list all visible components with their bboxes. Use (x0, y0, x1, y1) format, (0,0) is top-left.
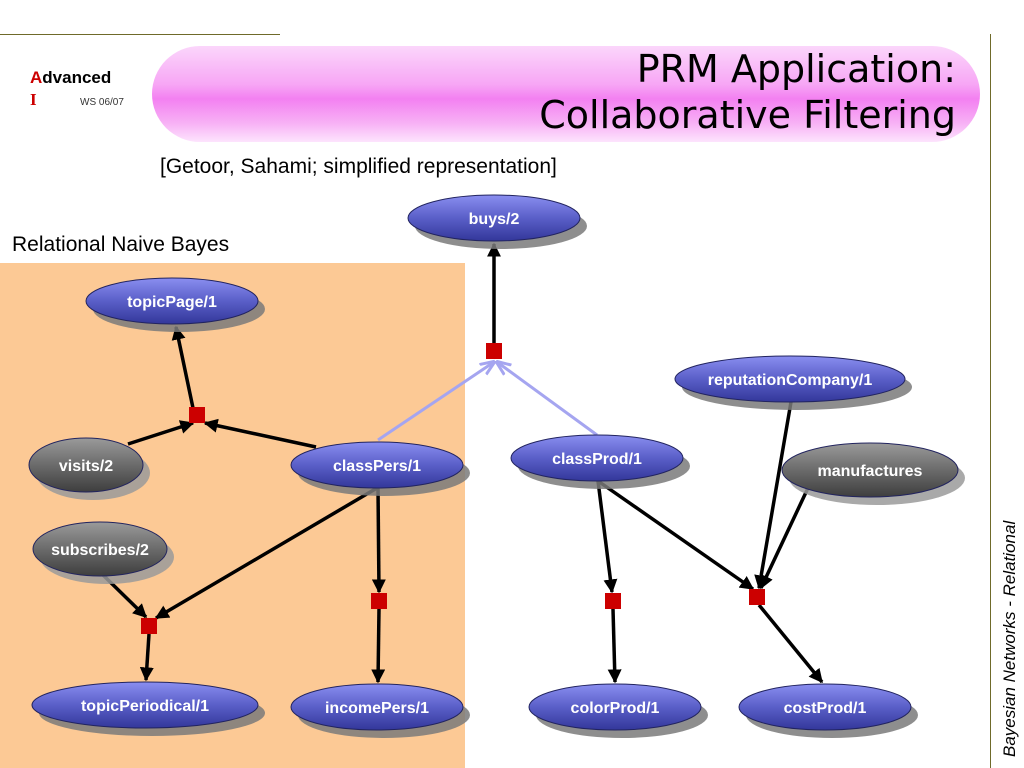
node-costProd: costProd/1 (738, 683, 918, 738)
nodes-layer: buys/2 topicPage/1 reputationCompany/1 visi… (28, 194, 965, 738)
node-label-topicPeriodical: topicPeriodical/1 (81, 698, 209, 715)
region-label: Relational Naive Bayes (12, 233, 230, 256)
node-label-classProd: classProd/1 (552, 451, 642, 468)
node-label-reputationCompany: reputationCompany/1 (708, 372, 873, 389)
node-classProd: classProd/1 (510, 434, 690, 489)
node-label-classPers: classPers/1 (333, 458, 421, 475)
edge-visits-to-f_topicPage (127, 420, 195, 446)
logo-rule (0, 34, 280, 35)
title-line-2: Collaborative Filtering (539, 93, 956, 137)
edge-classPers-to-f_buys (377, 362, 494, 442)
edge-f_colorProd-to-colorProd (607, 608, 622, 684)
node-manufactures: manufactures (781, 442, 965, 505)
logo-word: dvanced (42, 68, 112, 87)
citation-subtitle: [Getoor, Sahami; simplified representati… (160, 155, 557, 178)
edge-manufactures-to-f_costProd (759, 487, 810, 590)
node-topicPeriodical: topicPeriodical/1 (31, 681, 265, 736)
factor-node-topicPage (189, 407, 205, 423)
semester-label: WS 06/07 (80, 97, 124, 108)
node-classPers: classPers/1 (290, 441, 470, 496)
factors-layer (141, 343, 765, 634)
edge-classProd-to-f_costProd (596, 479, 755, 591)
edge-f_topicPeriodical-to-topicPeriodical (139, 633, 154, 682)
edge-reputationCompany-to-f_costProd (754, 401, 793, 590)
edges-layer (101, 242, 824, 684)
node-label-colorProd: colorProd/1 (571, 700, 660, 717)
title-banner (152, 46, 980, 142)
edge-classPers-to-f_topicPeriodical (154, 486, 378, 620)
right-border (990, 34, 991, 768)
factor-node-incomePers (371, 593, 387, 609)
node-label-subscribes: subscribes/2 (51, 542, 149, 559)
node-topicPage: topicPage/1 (85, 277, 265, 332)
logo-letter-a: A (30, 68, 43, 87)
edge-f_incomePers-to-incomePers (371, 608, 386, 684)
slide-title: PRM Application: Collaborative Filtering (539, 46, 956, 138)
node-label-manufactures: manufactures (818, 463, 923, 480)
edge-f_costProd-to-costProd (757, 603, 824, 684)
factor-node-topicPeriodical (141, 618, 157, 634)
node-label-incomePers: incomePers/1 (325, 700, 429, 717)
node-label-visits: visits/2 (59, 458, 113, 475)
title-line-1: PRM Application: (636, 47, 956, 91)
node-buys: buys/2 (407, 194, 587, 249)
edge-classPers-to-f_incomePers (371, 487, 386, 594)
node-label-buys: buys/2 (469, 211, 520, 228)
node-visits: visits/2 (28, 437, 150, 500)
node-incomePers: incomePers/1 (290, 683, 470, 738)
node-colorProd: colorProd/1 (528, 683, 708, 738)
logo-advanced: Advanced (30, 68, 111, 88)
logo-letter-i: I (30, 90, 37, 109)
factor-node-colorProd (605, 593, 621, 609)
node-label-costProd: costProd/1 (784, 700, 867, 717)
edge-classPers-to-f_topicPage (203, 418, 317, 449)
node-label-topicPage: topicPage/1 (127, 294, 217, 311)
edge-classProd-to-f_colorProd (596, 480, 618, 594)
edge-f_topicPage-to-topicPage (171, 325, 195, 409)
node-reputationCompany: reputationCompany/1 (674, 355, 912, 410)
edge-classProd-to-f_buys (497, 362, 598, 437)
factor-node-costProd (749, 589, 765, 605)
node-subscribes: subscribes/2 (32, 521, 174, 584)
factor-node-buys (486, 343, 502, 359)
